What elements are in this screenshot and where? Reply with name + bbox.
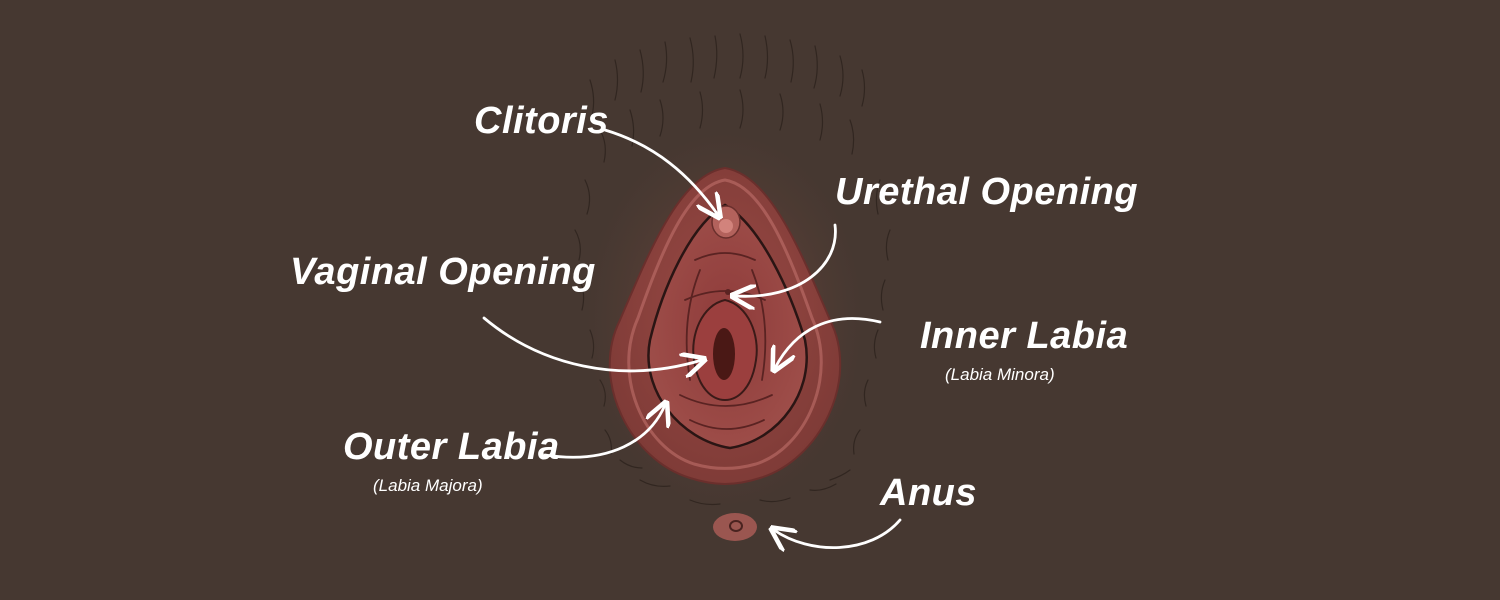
- arrow-anus: [774, 518, 902, 548]
- sublabel-inner-labia: (Labia Minora): [945, 365, 1055, 384]
- sublabel-outer-labia: (Labia Majora): [373, 476, 483, 495]
- label-clitoris: Clitoris: [474, 100, 609, 142]
- anus-center: [729, 520, 743, 532]
- arrow-urethral-opening: [735, 223, 837, 296]
- label-vaginal-opening: Vaginal Opening: [290, 251, 596, 293]
- label-inner-labia: Inner Labia: [920, 315, 1129, 357]
- clitoris-glans: [719, 219, 733, 233]
- arrow-vaginal-opening: [482, 316, 702, 371]
- urethral-opening-shape: [725, 289, 731, 295]
- label-urethral-opening: Urethal Opening: [835, 171, 1139, 213]
- anus-shape: [713, 513, 757, 541]
- arrow-outer-labia: [543, 405, 665, 459]
- vaginal-opening-shape: [713, 328, 735, 380]
- label-outer-labia: Outer Labia: [343, 426, 560, 468]
- arrow-clitoris: [603, 128, 718, 215]
- arrow-inner-labia: [775, 317, 882, 368]
- outer-labia-rim: [627, 178, 823, 470]
- label-anus: Anus: [880, 472, 977, 514]
